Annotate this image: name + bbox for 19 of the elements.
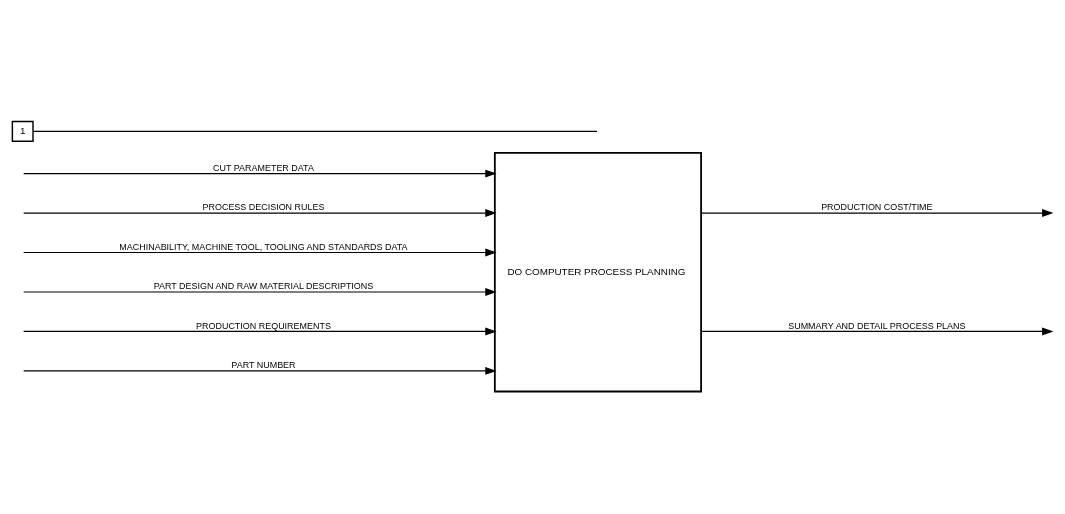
arrow xyxy=(23,288,497,296)
edge-label: MACHINABILITY, MACHINE TOOL, TOOLING AND STANDARDS DATA xyxy=(119,241,408,252)
arrow xyxy=(700,327,1054,336)
arrow xyxy=(23,366,497,375)
edge-label: PRODUCTION COST/TIME xyxy=(821,202,933,213)
edge-label: PROCESS DECISION RULES xyxy=(202,202,325,213)
edge-label: PRODUCTION REQUIREMENTS xyxy=(196,320,331,331)
node-box: 1 xyxy=(11,120,34,143)
node-box: DO COMPUTER PROCESS PLANNING xyxy=(493,152,702,393)
edge-label: PART NUMBER xyxy=(231,360,296,371)
arrow xyxy=(23,248,497,257)
arrow xyxy=(700,209,1054,218)
edge-label: CUT PARAMETER DATA xyxy=(213,162,314,173)
edge-label: PART DESIGN AND RAW MATERIAL DESCRIPTIONS xyxy=(153,281,374,292)
arrow xyxy=(23,169,497,178)
connector xyxy=(32,130,598,133)
arrow xyxy=(23,327,497,336)
edge-label: SUMMARY AND DETAIL PROCESS PLANS xyxy=(788,320,966,331)
arrow xyxy=(23,209,497,218)
